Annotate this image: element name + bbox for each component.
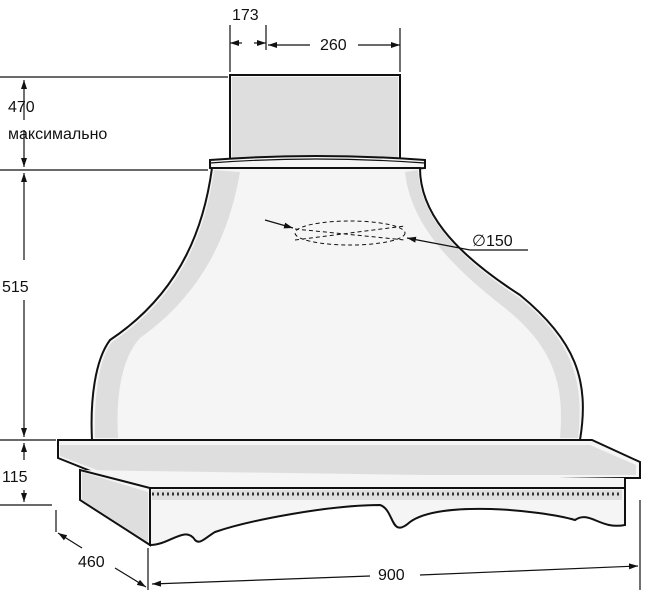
label-top-depth: 173 [232,7,259,24]
label-depth: 460 [78,554,105,571]
hood-base [57,439,641,547]
label-chimney-note: максимально [8,126,107,143]
label-width: 900 [378,567,405,584]
dim-top-width: 260 [268,28,401,72]
duct-outline [294,220,406,246]
label-hood-height: 515 [2,279,29,296]
chimney [229,74,401,161]
hood-body [90,167,584,441]
dim-duct-diameter: ∅150 [264,219,528,251]
label-top-width: 260 [320,37,347,54]
label-duct-diameter: ∅150 [472,233,513,250]
label-chimney-height: 470 [8,99,35,116]
dim-top-depth: 173 [229,7,267,72]
dim-depth: 460 [55,510,149,590]
dim-width: 900 [151,500,641,590]
label-base-height: 115 [2,469,28,486]
dim-vertical [0,76,228,506]
